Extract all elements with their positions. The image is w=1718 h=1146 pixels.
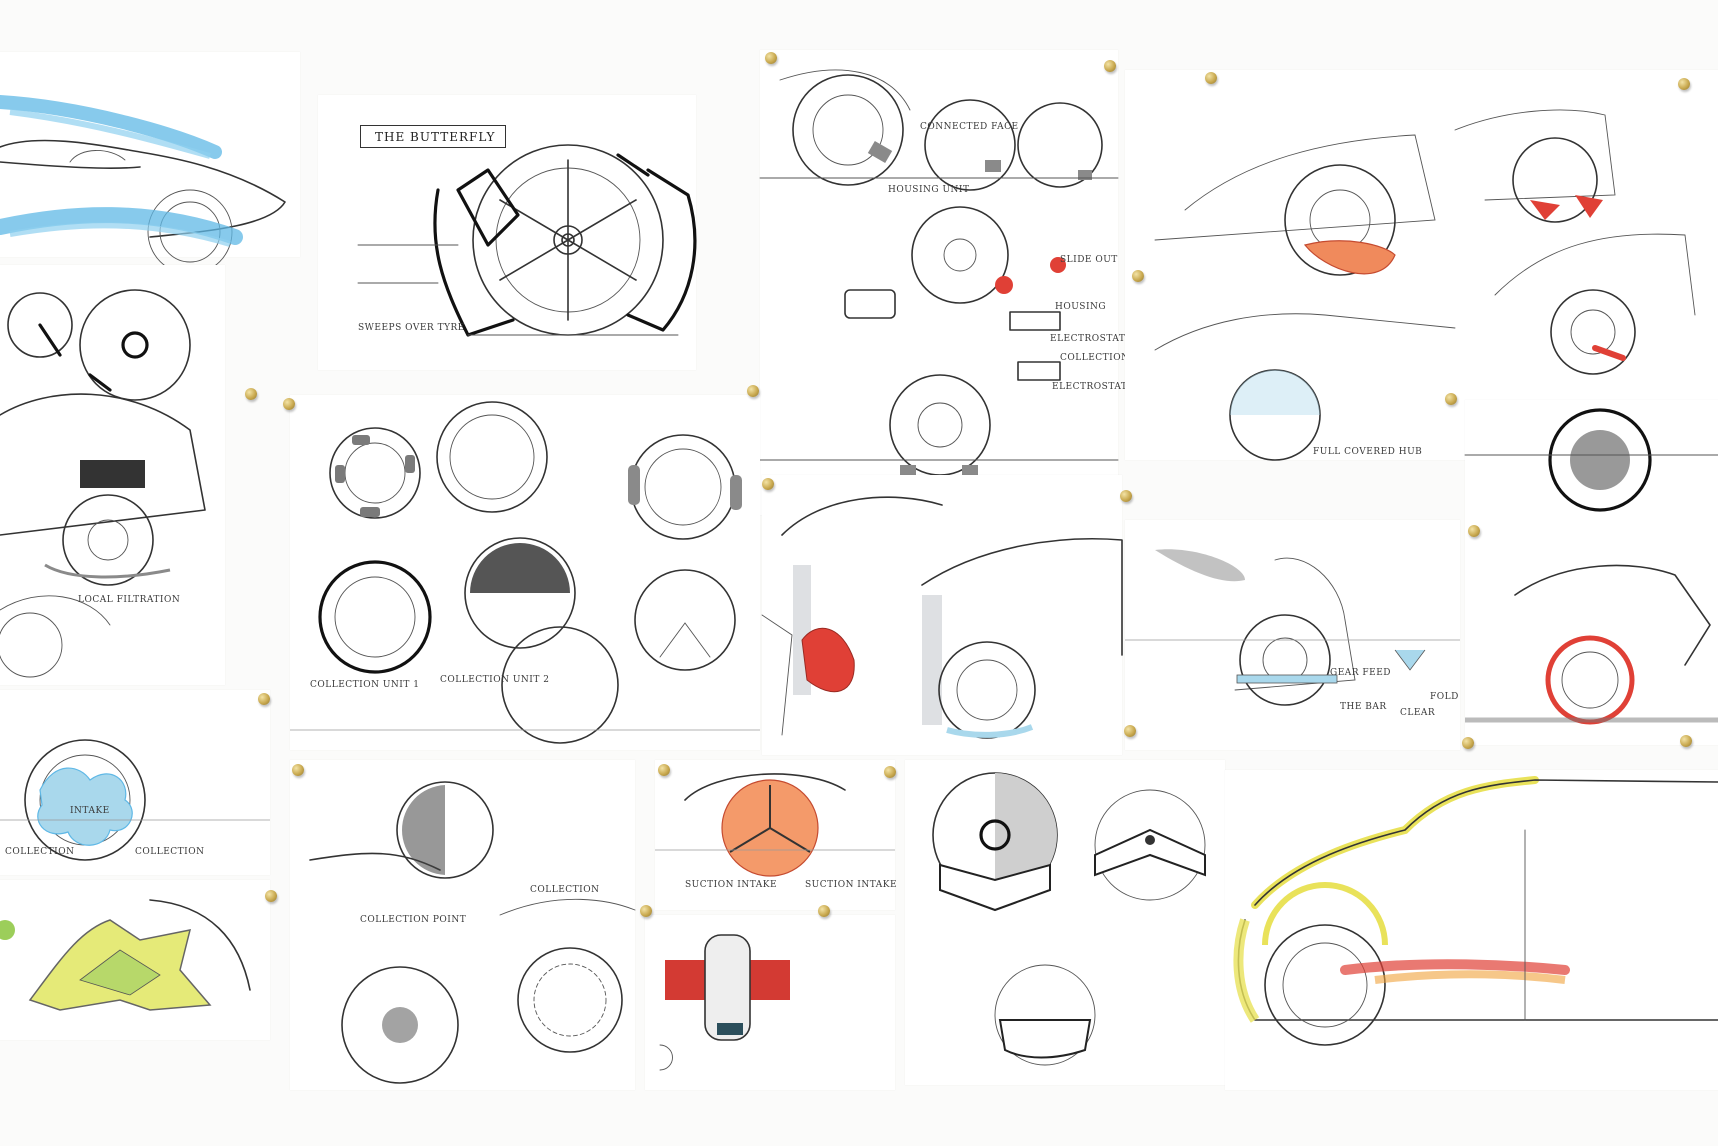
green-cover-sketch — [0, 899, 251, 1011]
local-filtration-sketch — [0, 289, 206, 678]
gear-feed-sketch — [1125, 549, 1460, 706]
pin — [762, 478, 774, 490]
collection-unit-2-label: COLLECTION UNIT 2 — [440, 675, 550, 685]
sheet-airflow-car — [0, 52, 300, 275]
red-arch-cars-sketch — [1154, 109, 1696, 461]
sheet-red-tyre — [645, 915, 895, 1090]
pin — [658, 764, 670, 776]
sheet-local-filtration: LOCAL FILTRATION — [0, 265, 225, 685]
electrostatic-label-2: ELECTROSTATIC — [1052, 382, 1139, 392]
pin — [1468, 525, 1480, 537]
suction-intake-sketch — [655, 773, 895, 877]
full-covered-hub-label: FULL COVERED HUB — [1313, 447, 1423, 457]
red-rim-car-sketch — [1464, 408, 1718, 725]
pin — [1445, 393, 1457, 405]
intake-sketch — [0, 739, 270, 861]
pin — [292, 764, 304, 776]
collection-left-label: COLLECTION — [5, 847, 75, 857]
covered-hubs-sketch — [932, 772, 1206, 1066]
the-bar-label: THE BAR — [1340, 702, 1387, 712]
sheet-gear-feed: GEAR FEED THE BAR FOLD CLEAR — [1125, 520, 1460, 750]
collection-label-top: COLLECTION — [1060, 353, 1130, 363]
electrostatic-label: ELECTROSTATIC — [1050, 334, 1137, 344]
pin — [283, 398, 295, 410]
housing-unit-label: HOUSING UNIT — [888, 185, 970, 195]
pin — [747, 385, 759, 397]
intake-label: INTAKE — [70, 806, 110, 816]
sweeps-over-tyre-label: SWEEPS OVER TYRE — [358, 323, 465, 333]
sheet-covered-hubs — [905, 760, 1225, 1085]
pin — [265, 890, 277, 902]
connected-face-sketch — [759, 69, 1119, 477]
sheet-red-arch-cars: FULL COVERED HUB — [1125, 70, 1718, 461]
pin — [765, 52, 777, 64]
red-cover-car-sketch — [761, 496, 1123, 739]
connected-face-label: CONNECTED FACE — [920, 122, 1019, 132]
pin — [1678, 78, 1690, 90]
pin — [640, 905, 652, 917]
pin — [1205, 72, 1217, 84]
pin — [1680, 735, 1692, 747]
local-filtration-label: LOCAL FILTRATION — [78, 595, 181, 605]
sheet-intake: INTAKE COLLECTION COLLECTION — [0, 690, 270, 875]
pin — [245, 388, 257, 400]
sheet-butterfly: THE BUTTERFLY SWEEPS OVER TYRE — [318, 95, 697, 370]
pin — [1132, 270, 1144, 282]
sheet-red-rim-car — [1464, 400, 1718, 745]
collection-label-center: COLLECTION — [530, 885, 600, 895]
sheet-green-cover — [0, 880, 270, 1040]
housing-label: HOUSING — [1055, 302, 1107, 312]
sheet-collection-units: COLLECTION UNIT 1 COLLECTION UNIT 2 — [290, 395, 760, 750]
suction-intake-right-label: SUCTION INTAKE — [805, 880, 898, 890]
collection-point-sketch — [309, 781, 636, 1084]
pin — [258, 693, 270, 705]
collection-units-sketch — [290, 401, 760, 744]
butterfly-wheel-sketch — [357, 144, 697, 337]
pin — [1104, 60, 1116, 72]
pin — [884, 766, 896, 778]
yellow-car-sketch — [1233, 776, 1718, 1046]
sheet-connected-face: CONNECTED FACE HOUSING UNIT SLIDE OUT HO… — [759, 50, 1138, 515]
clear-label: CLEAR — [1400, 708, 1436, 718]
sheet-collection-point: COLLECTION POINT COLLECTION — [290, 760, 636, 1090]
slide-out-label: SLIDE OUT — [1060, 255, 1118, 265]
sheet-suction-intake: SUCTION INTAKE SUCTION INTAKE — [655, 760, 898, 910]
fold-label: FOLD — [1430, 692, 1459, 702]
collection-point-label: COLLECTION POINT — [360, 915, 467, 925]
collection-right-label: COLLECTION — [135, 847, 205, 857]
sheet-red-cover-car — [761, 475, 1123, 755]
suction-intake-left-label: SUCTION INTAKE — [685, 880, 778, 890]
collection-unit-1-label: COLLECTION UNIT 1 — [310, 680, 420, 690]
airflow-car-sketch — [0, 95, 286, 275]
pin — [1120, 490, 1132, 502]
pin — [1462, 737, 1474, 749]
pin — [818, 905, 830, 917]
sheet-yellow-car — [1225, 770, 1718, 1090]
pin — [1124, 725, 1136, 737]
red-tyre-sketch — [659, 934, 790, 1071]
butterfly-title: THE BUTTERFLY — [360, 125, 507, 148]
gear-feed-label: GEAR FEED — [1330, 668, 1391, 678]
